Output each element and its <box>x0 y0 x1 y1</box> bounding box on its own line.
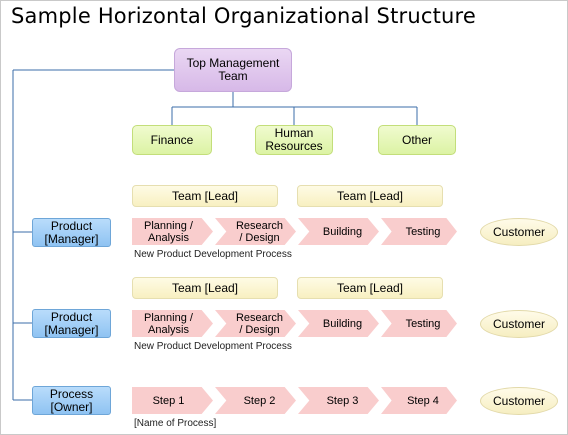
role-box-product-manager-1: Product [Manager] <box>32 218 111 247</box>
process-stage: Step 3 <box>298 387 379 414</box>
department-other: Other <box>378 125 456 155</box>
process-stage: Testing <box>381 310 457 337</box>
process-stage: Planning / Analysis <box>132 218 213 245</box>
customer-ellipse: Customer <box>480 310 558 338</box>
process-stage: Building <box>298 310 379 337</box>
process-caption: New Product Development Process <box>134 249 292 260</box>
role-box-product-manager-2: Product [Manager] <box>32 309 111 338</box>
page-title: Sample Horizontal Organizational Structu… <box>11 4 477 28</box>
process-stage: Step 4 <box>381 387 457 414</box>
process-stage: Step 2 <box>215 387 296 414</box>
process-stage: Research / Design <box>215 218 296 245</box>
team-lead-box: Team [Lead] <box>297 185 443 207</box>
customer-ellipse: Customer <box>480 218 558 246</box>
team-lead-box: Team [Lead] <box>297 277 443 299</box>
team-lead-box: Team [Lead] <box>132 277 278 299</box>
customer-ellipse: Customer <box>480 387 558 415</box>
top-management-box: Top Management Team <box>174 48 292 92</box>
process-caption: [Name of Process] <box>134 418 217 429</box>
department-human-resources: Human Resources <box>255 125 333 155</box>
team-lead-box: Team [Lead] <box>132 185 278 207</box>
role-box-process-owner: Process [Owner] <box>32 386 111 415</box>
process-stage: Step 1 <box>132 387 213 414</box>
process-stage: Planning / Analysis <box>132 310 213 337</box>
department-finance: Finance <box>132 125 212 155</box>
process-stage: Building <box>298 218 379 245</box>
process-stage: Testing <box>381 218 457 245</box>
process-caption: New Product Development Process <box>134 341 292 352</box>
process-stage: Research / Design <box>215 310 296 337</box>
